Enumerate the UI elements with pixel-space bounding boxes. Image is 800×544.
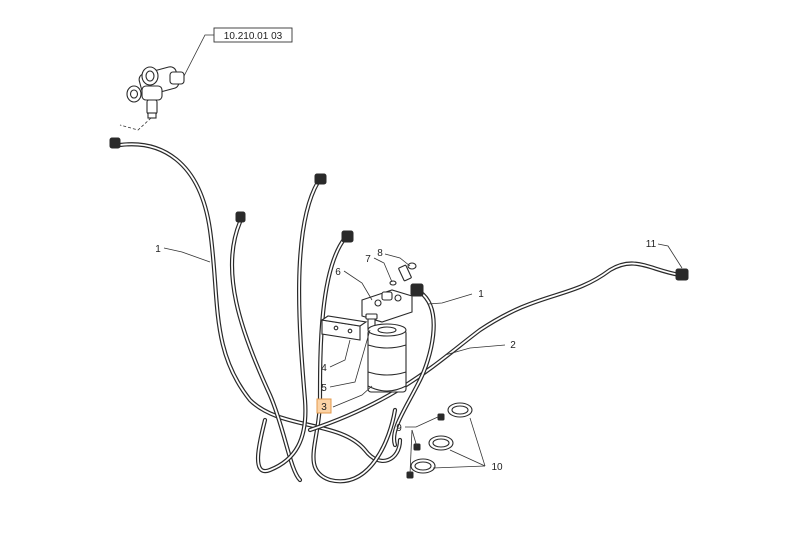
clamp-1-inner bbox=[451, 405, 469, 415]
valve-port-side-inner bbox=[129, 89, 139, 99]
leader-9c bbox=[409, 429, 413, 475]
valve-connection-dash bbox=[119, 117, 152, 131]
callout-11[interactable]: 11 bbox=[646, 239, 657, 250]
hose-1-right-fitting bbox=[410, 283, 424, 297]
leader-11 bbox=[657, 243, 683, 269]
leader-4 bbox=[329, 339, 351, 368]
hose-center-fitting bbox=[314, 173, 327, 185]
screw-body bbox=[398, 264, 412, 282]
reference-callout[interactable]: 10.210.01 03 bbox=[182, 27, 293, 79]
callout-7[interactable]: 7 bbox=[365, 254, 371, 265]
reference-leader bbox=[182, 34, 214, 79]
hose-center-left-fitting bbox=[235, 211, 246, 223]
hose-center-left bbox=[229, 211, 303, 483]
valve-actuator bbox=[169, 71, 185, 85]
leader-9b bbox=[411, 429, 418, 448]
filter-bottom-rim bbox=[367, 385, 407, 392]
valve-outlet-nut bbox=[147, 112, 157, 119]
spacer-hole-1 bbox=[333, 325, 339, 331]
screw-tip-washer bbox=[389, 280, 397, 286]
hose-2-right bbox=[307, 261, 689, 433]
hose-center-inner bbox=[257, 181, 319, 472]
leader-6 bbox=[343, 270, 373, 301]
hose-center-outer bbox=[256, 179, 321, 474]
valve-assembly bbox=[126, 66, 185, 119]
nut-1 bbox=[437, 413, 445, 421]
leader-3 bbox=[332, 385, 373, 408]
callout-8[interactable]: 8 bbox=[377, 248, 383, 259]
filter-ring-1 bbox=[367, 344, 407, 349]
callout-3[interactable]: 3 bbox=[321, 402, 327, 413]
filter-ring-2 bbox=[367, 371, 407, 376]
leader-5 bbox=[329, 329, 371, 388]
leader-10b bbox=[449, 449, 486, 467]
hose-center bbox=[256, 173, 327, 474]
spacer-hole-2 bbox=[347, 328, 353, 334]
hose-1-right-inner bbox=[393, 291, 435, 446]
leader-10c bbox=[432, 465, 486, 469]
spacer-top bbox=[320, 315, 368, 327]
washer bbox=[407, 262, 417, 270]
filter-body bbox=[367, 329, 407, 393]
bracket-hole-1 bbox=[374, 299, 382, 307]
hose-1-left-inner bbox=[119, 143, 401, 462]
callout-4[interactable]: 4 bbox=[321, 363, 327, 374]
hose-center-left-outer bbox=[229, 219, 303, 483]
callout-leaders bbox=[163, 243, 683, 475]
hose-center-right-fitting bbox=[341, 230, 354, 243]
bolt-head bbox=[365, 313, 378, 320]
leader-10a bbox=[469, 417, 486, 467]
clamp-3-inner bbox=[414, 461, 432, 471]
hose-center-right bbox=[311, 230, 398, 484]
clamp-2-inner bbox=[432, 438, 450, 448]
valve-outlet-stem bbox=[146, 99, 158, 115]
hose-center-left-inner bbox=[231, 221, 301, 481]
leader-9a bbox=[405, 415, 441, 428]
reference-label: 10.210.01 03 bbox=[224, 31, 283, 42]
callout-numbers: 1 1 2 3 4 5 6 7 8 9 10 11 bbox=[155, 239, 656, 473]
callout-10[interactable]: 10 bbox=[491, 462, 503, 473]
hose-center-right-inner bbox=[312, 237, 396, 483]
hose-1-left bbox=[109, 137, 403, 463]
callout-5[interactable]: 5 bbox=[321, 383, 327, 394]
hose-1-right bbox=[391, 283, 436, 448]
callout-2[interactable]: 2 bbox=[510, 340, 516, 351]
screw-and-washer bbox=[389, 262, 417, 286]
hose-1-fitting-end bbox=[109, 137, 121, 149]
valve-port-top-inner bbox=[145, 70, 155, 82]
spacer-block bbox=[320, 315, 368, 341]
leader-7 bbox=[373, 257, 393, 283]
callout-3-highlight[interactable] bbox=[316, 398, 332, 414]
leader-8 bbox=[384, 253, 411, 267]
leader-1a bbox=[163, 247, 211, 263]
leader-2 bbox=[444, 344, 506, 356]
callout-1b[interactable]: 1 bbox=[478, 289, 484, 300]
bracket-boss bbox=[381, 291, 393, 301]
bracket-hole-2 bbox=[394, 294, 402, 302]
hose-2-fitting bbox=[675, 268, 689, 281]
callout-9[interactable]: 9 bbox=[396, 423, 402, 434]
filter-canister bbox=[367, 323, 407, 393]
leader-1b bbox=[427, 293, 473, 305]
callout-6[interactable]: 6 bbox=[335, 267, 341, 278]
callout-1a[interactable]: 1 bbox=[155, 244, 161, 255]
hose-clamps bbox=[410, 402, 473, 474]
filter-top-port bbox=[377, 326, 397, 334]
valve-lower-block bbox=[141, 85, 163, 101]
